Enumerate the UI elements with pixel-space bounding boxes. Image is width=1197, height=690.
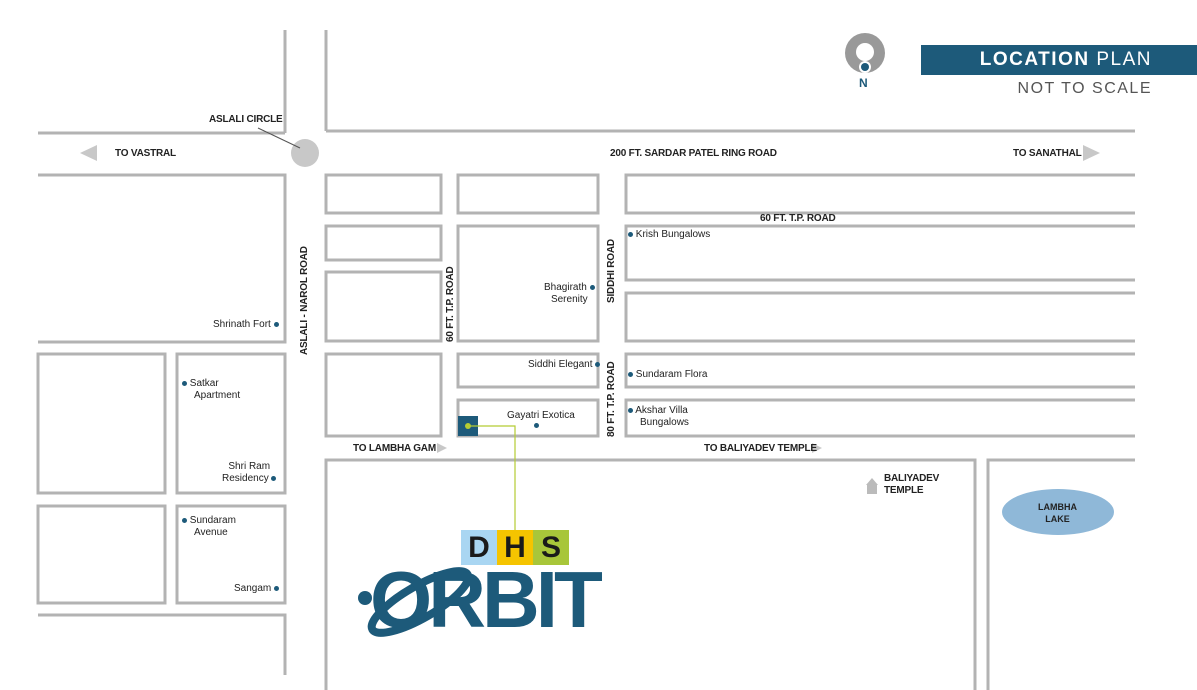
aslali-circle-marker	[291, 139, 319, 167]
arrow-right-icon	[812, 443, 822, 453]
road-edge	[38, 613, 287, 675]
block	[624, 352, 1135, 389]
aslali-narol-road-label: ASLALI - NAROL ROAD	[299, 246, 310, 355]
block	[324, 224, 443, 262]
landmark-sundaram-flora: Sundaram Flora	[628, 369, 707, 381]
to-vastral-label: TO VASTRAL	[115, 148, 176, 159]
north-label: N	[859, 76, 868, 90]
logo-h: H	[497, 530, 533, 565]
block	[456, 224, 600, 343]
to-lambha-label: TO LAMBHA GAM	[353, 443, 436, 454]
logo-s: S	[533, 530, 569, 565]
arrow-left-icon	[80, 145, 97, 161]
block	[624, 398, 1135, 438]
block	[456, 173, 600, 215]
ring-road-label: 200 FT. SARDAR PATEL RING ROAD	[610, 148, 777, 159]
logo-d: D	[461, 530, 497, 565]
block	[456, 352, 600, 389]
gayatri-dot	[534, 423, 539, 428]
tp60-road-label: 60 FT. T.P. ROAD	[760, 213, 836, 224]
siddhi-road-label: SIDDHI ROAD	[606, 239, 617, 303]
block	[36, 352, 167, 495]
logo-orbit: ORBIT	[370, 555, 603, 644]
block	[175, 504, 287, 605]
north-icon	[845, 33, 885, 73]
to-sanathal-label: TO SANATHAL	[1013, 148, 1082, 159]
block	[324, 173, 443, 215]
landmark-gayatri: Gayatri Exotica	[507, 410, 575, 421]
block	[624, 224, 1135, 282]
temple-icon	[866, 478, 878, 494]
arrow-right-icon	[437, 443, 447, 453]
landmark-sangam: Sangam	[234, 583, 280, 595]
page-title: LOCATION PLAN	[921, 45, 1197, 75]
road-edge	[38, 173, 287, 344]
lake-shape	[1002, 489, 1114, 535]
block	[986, 458, 1135, 690]
connector-line	[468, 425, 516, 530]
block	[624, 173, 1135, 215]
block	[624, 291, 1135, 343]
block	[175, 352, 287, 495]
aslali-circle-label: ASLALI CIRCLE	[209, 114, 283, 125]
block	[324, 458, 977, 690]
tp80-road-label: 80 FT. T.P. ROAD	[606, 361, 617, 437]
landmark-bhagirath: Bhagirath Serenity	[544, 282, 595, 306]
planet-icon	[358, 567, 473, 637]
to-baliyadev-label: TO BALIYADEV TEMPLE	[704, 443, 817, 454]
block	[36, 504, 167, 605]
landmark-krish: Krish Bungalows	[628, 229, 710, 241]
landmark-siddhi-elegant: Siddhi Elegant	[528, 359, 601, 371]
arrow-right-icon	[1083, 145, 1100, 161]
tp60-vertical-label: 60 FT. T.P. ROAD	[445, 266, 456, 342]
block	[324, 270, 443, 343]
scale-note: NOT TO SCALE	[1017, 80, 1152, 97]
block	[324, 352, 443, 438]
landmark-shrinath: Shrinath Fort	[213, 319, 279, 331]
